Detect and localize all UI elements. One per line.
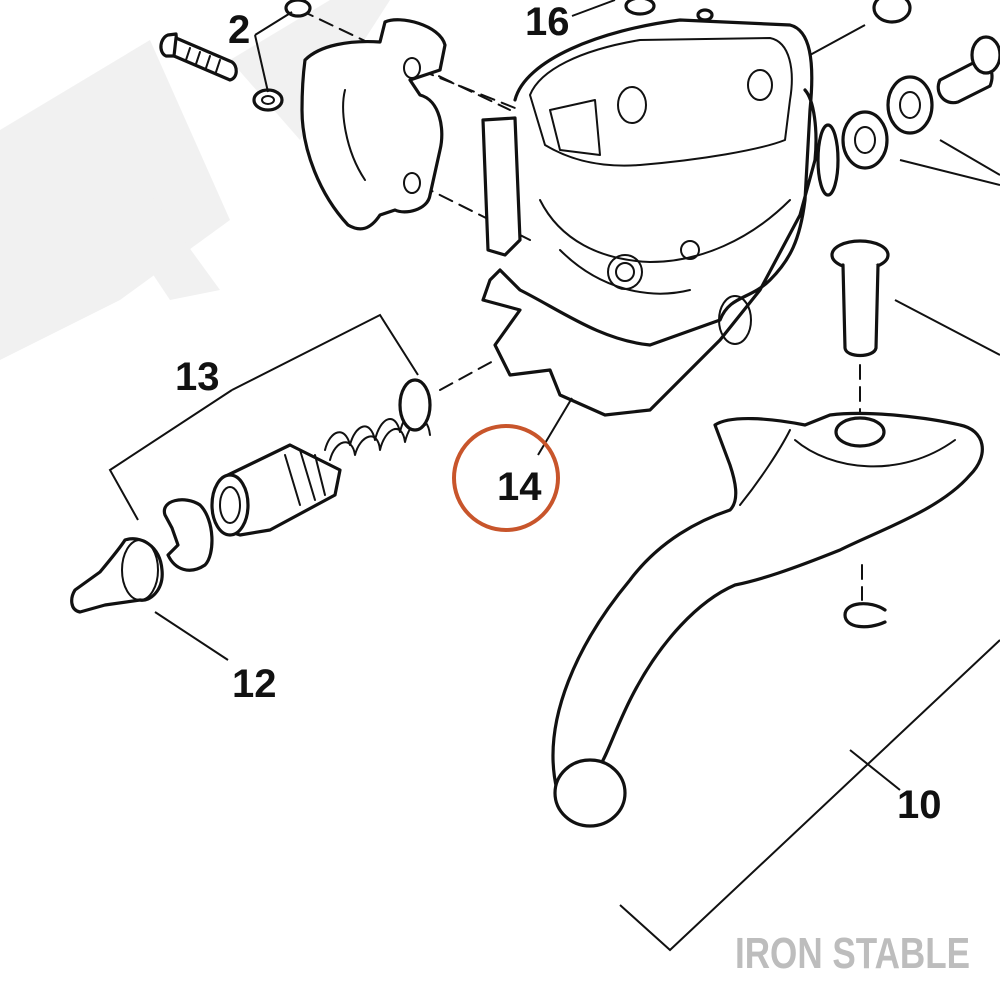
callout-2: 2 [228,8,250,52]
washer-small [252,0,312,112]
callout-10: 10 [897,783,942,827]
crush-washers [841,0,934,170]
master-cylinder-housing [481,18,840,417]
reservoir-fitting [624,0,714,22]
pivot-pin [830,239,890,358]
piston-spring [324,378,432,461]
callout-leaders [108,0,1000,952]
retaining-ring [162,498,214,572]
callout-14: 14 [497,465,542,509]
highlight-circle [452,424,560,532]
screw [159,32,238,82]
callout-16: 16 [525,0,570,44]
banjo-bolt [936,35,1000,105]
boot-pushrod [70,537,164,614]
callout-13: 13 [175,355,220,399]
clamp-bracket [300,18,447,231]
callout-12: 12 [232,662,277,706]
watermark-brand: IRON STABLE [735,929,970,978]
brake-lever [551,411,984,828]
piston [210,443,342,537]
e-clip [843,602,887,629]
